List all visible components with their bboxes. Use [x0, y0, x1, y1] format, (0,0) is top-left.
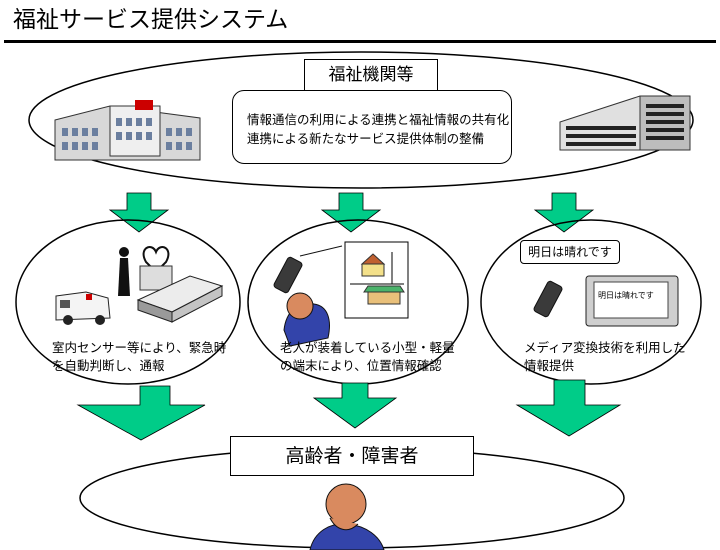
office-building-icon [559, 95, 691, 151]
hospital-icon [54, 100, 201, 161]
top-description-line1: 情報通信の利用による連携と福祉情報の共有化 [247, 112, 510, 127]
page-title: 福祉サービス提供システム [13, 7, 289, 33]
ambulance-icon [55, 291, 111, 325]
elderly-disabled-label: 高齢者・障害者 [230, 436, 474, 476]
arrow-bottom-center [312, 382, 398, 429]
church-map-icon [350, 252, 404, 285]
welfare-institutions-ellipse [28, 51, 694, 189]
monitor-icon [585, 275, 679, 327]
arrow-top-center [320, 192, 382, 233]
service-emergency-line2: を自動判断し、通報 [52, 358, 165, 373]
media-phone-icon [533, 280, 563, 318]
service-emergency-line1: 室内センサー等により、緊急時 [52, 340, 227, 355]
arrow-top-left [108, 192, 170, 233]
map-panel [344, 241, 409, 319]
arrow-top-right [533, 192, 595, 233]
family-heart-icon [118, 246, 173, 296]
service-location-line2: の端末により、位置情報確認 [280, 358, 442, 373]
service-circle-media [480, 219, 702, 385]
elderly-figure-icon [309, 483, 385, 550]
sensor-device-icon [136, 275, 224, 323]
service-circle-emergency [15, 219, 241, 385]
top-description-line2: 連携による新たなサービス提供体制の整備 [247, 131, 485, 146]
service-location-line1: 老人が装着している小型・軽量 [280, 340, 455, 355]
mobile-phone-icon [273, 245, 343, 294]
monitor-screen-text: 明日は晴れです [598, 291, 654, 300]
service-media-line1: メディア変換技術を利用した [524, 340, 686, 355]
service-media-line2: 情報提供 [524, 358, 575, 373]
title-divider [4, 40, 716, 43]
arrow-bottom-right [515, 379, 622, 437]
welfare-institutions-label: 福祉機関等 [304, 59, 438, 91]
top-description-box [232, 90, 512, 164]
speech-bubble: 明日は晴れです [520, 240, 620, 264]
elderly-person-icon [283, 292, 330, 347]
arrow-bottom-left [76, 385, 206, 441]
shop-icon [363, 285, 405, 305]
